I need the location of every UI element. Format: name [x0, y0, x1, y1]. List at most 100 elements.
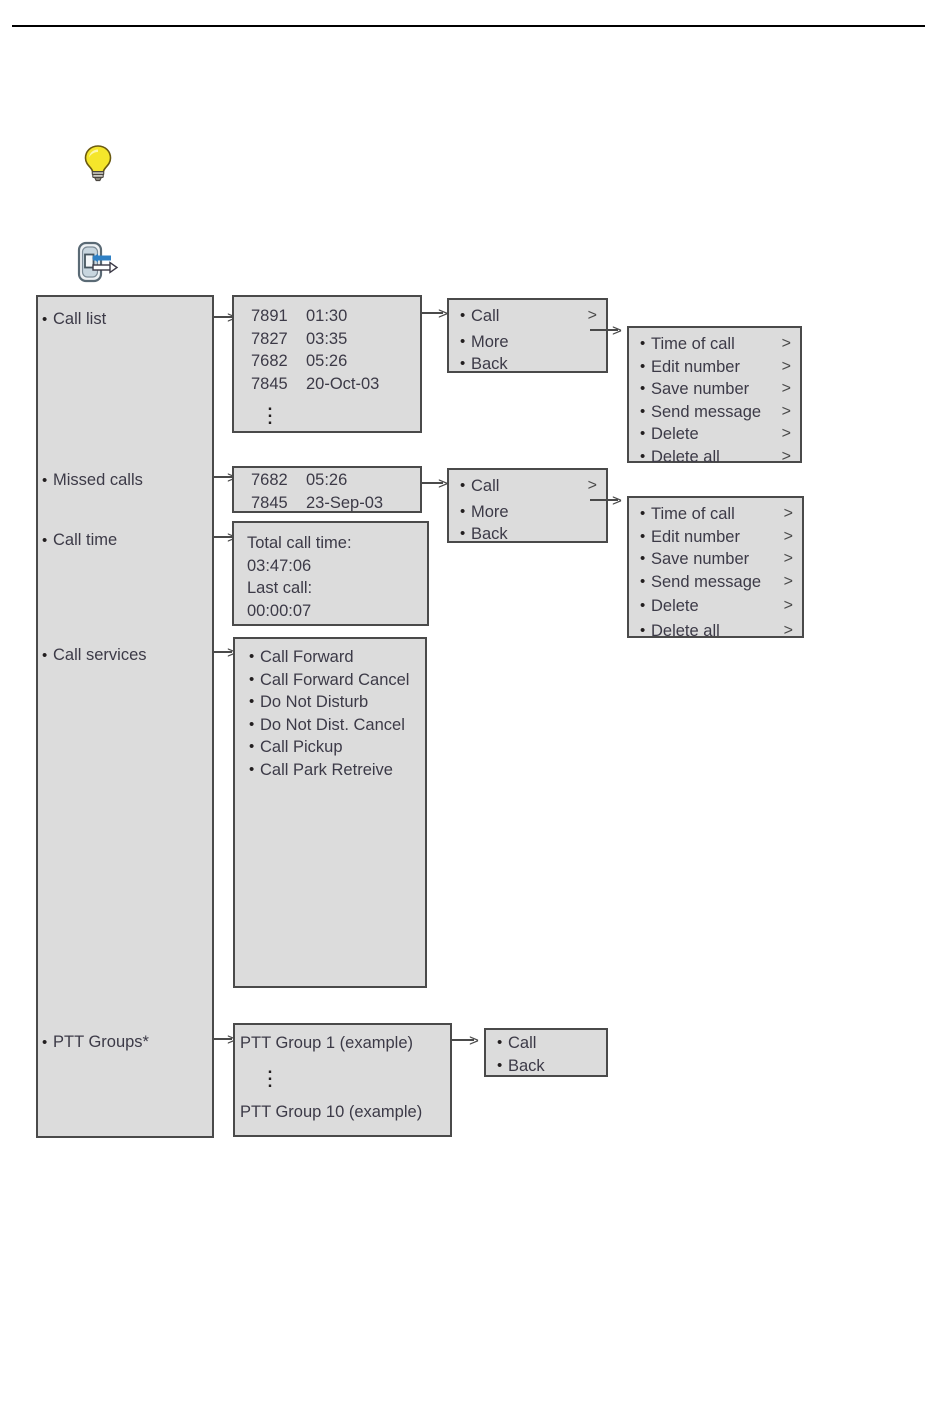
arrow-ptt-groups: > [214, 1031, 240, 1048]
call-time-line: 00:00:07 [247, 601, 312, 620]
call-services-item-call-forward[interactable]: Call Forward [249, 646, 417, 669]
chevron-right-icon: > [783, 621, 793, 639]
item-label: Back [471, 355, 508, 373]
ptt-groups-panel: PTT Group 1 (example) ... PTT Group 10 (… [233, 1023, 452, 1137]
vertical-ellipsis-icon: ... [267, 1058, 273, 1091]
option-more[interactable]: More [460, 331, 597, 354]
submenu-item-edit-number[interactable]: Edit number > [640, 356, 791, 379]
item-label: Time of call [651, 335, 735, 353]
chevron-right-icon: > [783, 527, 793, 545]
item-label: Edit number [651, 527, 740, 546]
sidebar-item-call-list[interactable]: Call list [42, 309, 106, 330]
call-services-item-do-not-dist-cancel[interactable]: Do Not Dist. Cancel [249, 714, 417, 737]
submenu-item-delete-all[interactable]: Delete all > [640, 620, 793, 643]
item-label: Delete all [651, 621, 720, 640]
item-label: Delete [651, 425, 699, 443]
submenu-item-edit-number[interactable]: Edit number > [640, 526, 793, 549]
option-more[interactable]: More [460, 501, 597, 524]
call-services-item-call-pickup[interactable]: Call Pickup [249, 736, 417, 759]
submenu-item-send-message[interactable]: Send message > [640, 401, 791, 424]
option-back[interactable]: Back [460, 353, 597, 376]
page-header-rule [12, 25, 925, 27]
option-call[interactable]: Call > [460, 475, 597, 498]
chevron-right-icon: > [781, 447, 791, 465]
call-services-item-do-not-disturb[interactable]: Do Not Disturb [249, 691, 417, 714]
submenu-item-delete-all[interactable]: Delete all > [640, 446, 791, 469]
call-value: 05:26 [306, 352, 348, 370]
submenu-item-delete[interactable]: Delete > [640, 595, 793, 618]
sidebar-item-call-time[interactable]: Call time [42, 530, 117, 551]
item-label: Call Park Retreive [260, 760, 393, 779]
item-label: Save number [651, 550, 750, 568]
chevron-right-icon: > [783, 572, 793, 590]
chevron-right-icon: > [783, 550, 793, 567]
item-label: Delete all [651, 447, 720, 466]
arrow-more-to-submenu-1: > [590, 322, 630, 339]
item-label: Call Pickup [260, 738, 343, 756]
sidebar-item-ptt-groups[interactable]: PTT Groups* [42, 1032, 149, 1053]
option-call[interactable]: Call > [460, 305, 597, 328]
item-label: Delete [651, 597, 699, 615]
call-value: 05:26 [306, 471, 348, 489]
call-value: 01:30 [306, 307, 348, 325]
call-time-line: Total call time: [247, 534, 352, 552]
call-services-item-call-park-retreive[interactable]: Call Park Retreive [249, 759, 417, 782]
call-number: 7845 [251, 493, 288, 512]
sidebar-item-missed-calls[interactable]: Missed calls [42, 470, 143, 491]
call-number: 7845 [251, 374, 288, 393]
submenu-item-time-of-call[interactable]: Time of call > [640, 503, 793, 526]
table-row[interactable]: 7682 05:26 [251, 469, 414, 492]
call-number: 7827 [251, 329, 288, 348]
sidebar-item-call-services[interactable]: Call services [42, 645, 146, 666]
item-label: Call [471, 307, 500, 325]
chevron-right-icon: > [781, 335, 791, 352]
call-options-panel-1: Call > More Back [447, 298, 608, 376]
chevron-right-icon: > [781, 402, 791, 420]
arrow-ptt-to-options: > [452, 1032, 484, 1049]
arrow-missed-calls-to-options: > [422, 475, 452, 492]
option-back[interactable]: Back [497, 1055, 597, 1078]
item-label: More [471, 332, 509, 351]
call-time-panel: Total call time: 03:47:06 Last call: 00:… [232, 521, 429, 626]
ptt-group-last[interactable]: PTT Group 10 (example) [240, 1103, 423, 1121]
more-submenu-panel-2: Time of call > Edit number > Save number… [627, 496, 804, 642]
submenu-item-save-number[interactable]: Save number > [640, 378, 791, 401]
ptt-group-first[interactable]: PTT Group 1 (example) [240, 1034, 414, 1052]
vertical-ellipsis-icon: ... [267, 395, 273, 428]
call-time-line: 03:47:06 [247, 556, 312, 575]
call-services-panel: Call Forward Call Forward Cancel Do Not … [233, 637, 427, 988]
chevron-right-icon: > [587, 307, 597, 324]
arrow-call-list: > [214, 309, 240, 326]
call-number: 7682 [251, 471, 288, 489]
tip-lightbulb-icon [78, 142, 118, 184]
level1-menu-panel: Call list Missed calls Call time Call se… [36, 295, 214, 1138]
chevron-right-icon: > [783, 505, 793, 522]
arrow-call-time: > [214, 529, 240, 546]
item-label: Do Not Dist. Cancel [260, 715, 405, 734]
item-label: Send message [651, 572, 762, 591]
arrow-missed-calls: > [214, 469, 240, 486]
chevron-right-icon: > [783, 597, 793, 614]
submenu-item-delete[interactable]: Delete > [640, 423, 791, 446]
call-number: 7891 [251, 307, 288, 325]
chevron-right-icon: > [587, 477, 597, 494]
arrow-more-to-submenu-2: > [590, 492, 630, 509]
table-row[interactable]: 7891 01:30 [251, 305, 414, 328]
call-value: 03:35 [306, 329, 348, 348]
item-label: Send message [651, 402, 762, 421]
chevron-right-icon: > [781, 357, 791, 375]
submenu-item-send-message[interactable]: Send message > [640, 571, 793, 594]
option-back[interactable]: Back [460, 523, 597, 546]
table-row[interactable]: 7827 03:35 [251, 328, 414, 351]
arrow-call-list-to-options: > [422, 305, 452, 322]
call-services-item-call-forward-cancel[interactable]: Call Forward Cancel [249, 669, 417, 692]
submenu-item-time-of-call[interactable]: Time of call > [640, 333, 791, 356]
submenu-item-save-number[interactable]: Save number > [640, 548, 793, 571]
call-time-line: Last call: [247, 579, 313, 597]
option-call[interactable]: Call [497, 1032, 597, 1055]
